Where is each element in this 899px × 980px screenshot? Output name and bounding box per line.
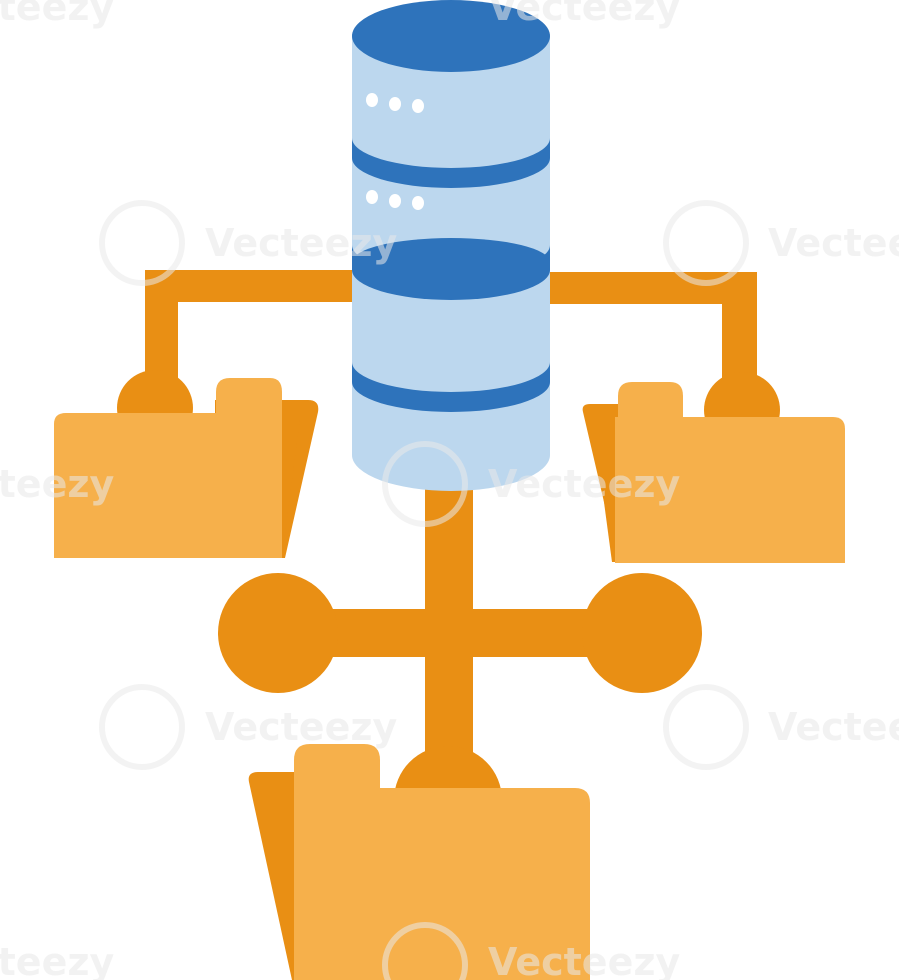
database-band-2-top	[352, 238, 550, 300]
watermark-text: Vecteezy	[205, 221, 397, 265]
folder-tab	[294, 744, 380, 800]
folder-icon-right	[582, 382, 845, 563]
watermark-text: Vecteezy	[488, 0, 680, 29]
database-band-1	[352, 138, 550, 188]
database-status-dots-bottom	[366, 190, 424, 210]
database-top-cap	[352, 0, 550, 72]
watermark-text: Vecteezy	[0, 940, 114, 980]
folder-tab	[618, 382, 683, 425]
folder-tab	[216, 378, 282, 420]
folder-flap	[282, 420, 300, 558]
watermark-text: Vecteezy	[768, 221, 899, 265]
right-connector-line	[548, 272, 757, 398]
folder-icon-bottom	[248, 744, 590, 980]
watermark-text: Vecteezy	[488, 940, 680, 980]
folder-front	[54, 413, 282, 558]
database-icon	[352, 0, 550, 491]
folder-icon-left	[54, 378, 319, 558]
folder-front	[615, 417, 845, 563]
hub-node-right	[582, 573, 702, 693]
folder-back-slant	[248, 772, 296, 980]
watermark-text: Vecteezy	[768, 705, 899, 749]
folder-front	[294, 788, 590, 980]
watermark-text: Vecteezy	[0, 462, 114, 506]
database-band-3	[352, 362, 550, 412]
database-status-dots-top	[366, 93, 424, 113]
watermark-text: Vecteezy	[488, 462, 680, 506]
watermark-logo-icon	[99, 200, 749, 980]
watermark-text: Vecteezy	[205, 705, 397, 749]
folder-back-slant	[582, 404, 625, 562]
watermark-text: Vecteezy	[0, 0, 114, 29]
hub-node-left	[218, 573, 338, 693]
